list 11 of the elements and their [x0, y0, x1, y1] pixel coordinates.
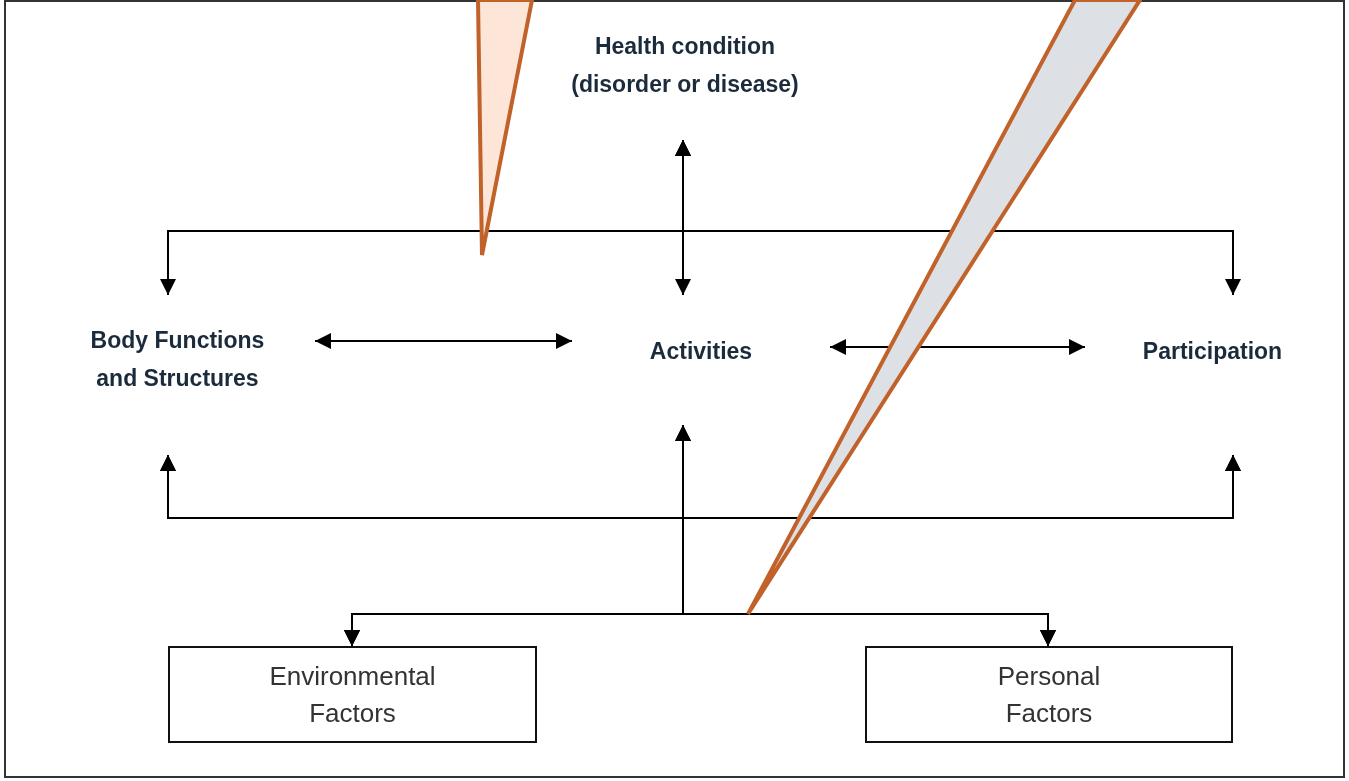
arrow: [829, 339, 1086, 355]
node-label: Personal Factors: [996, 659, 1102, 730]
node-label: Environmental Factors: [268, 659, 437, 730]
factor-box: [865, 646, 1233, 743]
node-label: Participation: [1142, 337, 1283, 366]
arrow: [675, 139, 1241, 296]
factor-box: [168, 646, 537, 743]
arrow: [314, 333, 573, 349]
node-label: Activities: [649, 337, 753, 366]
node-label: Health condition (disorder or disease): [570, 32, 800, 99]
node-label: Body Functions and Structures: [89, 326, 266, 393]
